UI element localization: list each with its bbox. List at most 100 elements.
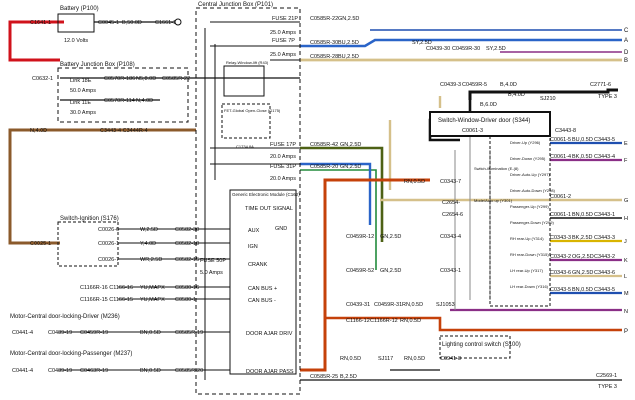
motor-wires <box>58 331 230 371</box>
label-driver-auto-up: Driver-Auto-Up (Y297) <box>510 172 550 177</box>
label-gem: Generic Electronic Module (C162) <box>232 192 300 197</box>
label-gn25-c: GN,2.5D <box>340 164 361 170</box>
label-c0570r186: C0570R-186 <box>104 76 135 82</box>
label-driver-down: Driver-Down (Y295) <box>510 156 546 161</box>
right-row-wire: BU,0.5D <box>572 137 593 143</box>
wire-tan-vertical <box>388 96 442 190</box>
label-c0580-16: C0580-16 <box>175 285 199 291</box>
label-switch-illum: Switch-illumination (E-(8) <box>474 166 519 171</box>
label-mode: Mode/Auto up (Y301) <box>474 198 513 203</box>
right-row-right: C3443-5 <box>594 287 615 293</box>
label-yu-mapx-2: YU,MAPX <box>140 297 165 303</box>
cjb-internal-lines <box>204 21 300 380</box>
lighting-title: Lighting control switch (S100) <box>442 342 521 348</box>
label-door-pass: DOOR AJAR PASS <box>246 369 294 375</box>
label-yu-mapx: YU,MAPX <box>140 285 165 291</box>
label-fuse17-amps: 20.0 Amps <box>270 154 296 160</box>
fet-box <box>221 103 271 139</box>
label-gn25b-m: GN,2.5D <box>380 268 401 274</box>
label-c0343-4: C0343-4 <box>440 234 461 240</box>
right-row-left: C0343-5 <box>550 287 571 293</box>
cjb-title: Central Junction Box (P101) <box>198 2 273 8</box>
right-row-letter: J <box>624 239 627 245</box>
label-c0585r22-row1: C0585R-22 <box>310 16 338 22</box>
label-c1641: C1641-1 <box>30 20 51 26</box>
label-fet: FET-Global Open-Close (G175) <box>224 108 281 113</box>
label-m237-c0439: C0439-19 <box>48 368 72 374</box>
label-c0459r-31: C0459R-31 <box>374 302 402 308</box>
label-gn25-a: GN,2.5D <box>338 16 359 22</box>
right-row: C0343-5 BN,0.5D C3443-5 M <box>550 287 629 297</box>
label-bu25-a: BU,2.5D <box>338 40 359 46</box>
label-fuse50-amps: 5.0 Amps <box>200 270 223 276</box>
label-c1166r-15: C1166R-15 C1166-15 <box>80 297 133 303</box>
bjb-wires <box>60 77 300 101</box>
label-c1661: C1661-1 <box>155 20 176 26</box>
label-n5: N5,8.0D <box>136 76 156 82</box>
label-small-a: C1734 8A <box>236 144 254 149</box>
label-c0459r-12: C0459R-12 <box>346 234 374 240</box>
label-w25: W,2.5D <box>140 227 158 233</box>
label-sj1053: SJ1053 <box>436 302 455 308</box>
right-row-right: C3443-1 <box>594 212 615 218</box>
label-m237-c0463r: C0463R-19 <box>80 368 108 374</box>
label-bu25-b: BU,2.5D <box>338 54 359 60</box>
letter-c: C <box>624 28 629 34</box>
label-fuse21: FUSE 21P <box>272 16 298 22</box>
label-sy25: SY,2.5D <box>412 40 432 46</box>
letter-p: P <box>624 329 628 335</box>
right-row-right: C3443-4 <box>594 154 615 160</box>
label-c0580-1: C0580-1 <box>175 297 196 303</box>
label-passenger-down: Passenger-Down (Y299) <box>510 220 554 225</box>
label-c0585r42: C0585R-42 <box>310 142 338 148</box>
right-row-left: C0343-3 <box>550 235 571 241</box>
label-c0459r-30: C0459R-30 <box>452 46 480 52</box>
bjb-box <box>57 67 189 123</box>
label-aux: AUX <box>248 228 260 234</box>
right-row-wire: BK,0.5D <box>572 154 593 160</box>
label-wr25: WR,2.5D <box>140 257 162 263</box>
label-driver-auto-down: Driver-Auto-Down (Y298) <box>510 188 556 193</box>
label-b40b: B,4.0D <box>508 92 525 98</box>
label-m236-c0585r: C0585R-19 <box>175 330 203 336</box>
label-c2654-6: C2654-6 <box>442 212 463 218</box>
battery-title: Battery (P100) <box>60 6 99 12</box>
right-row-wire: OG,2.5D <box>572 254 594 260</box>
label-c0585r28: C0585R-28 <box>310 54 338 60</box>
label-b25: B,2.5D <box>340 374 357 380</box>
right-row-right: C3443-3 <box>594 235 615 241</box>
right-row-left: C0061-4 <box>550 154 571 160</box>
label-gn25-m: GN,2.5D <box>380 234 401 240</box>
wire-green <box>300 169 377 270</box>
label-c0582-10: C0582-10 <box>175 241 199 247</box>
label-sy25b: SY,2.5D <box>486 46 506 52</box>
wire-bottom-black <box>300 369 622 381</box>
bjb-title: Battery Junction Box (P108) <box>60 62 135 68</box>
right-row-letter: K <box>624 258 628 264</box>
label-link11: Link 11E <box>70 100 91 106</box>
wire-orange-red-right <box>325 316 622 332</box>
label-n4-short: N,4.0D <box>136 98 153 104</box>
label-lh-rear-up: LH rear-Up (Y317) <box>510 268 544 273</box>
window-switch-title: Switch-Window-Driver door (S344) <box>438 118 530 124</box>
label-c2569: C2569-1 <box>596 373 617 379</box>
gem-box <box>229 189 297 375</box>
label-fuse21-amps: 25.0 Amps <box>270 30 296 36</box>
label-door-drv: DOOR AJAR DRIV <box>246 331 293 337</box>
label-c0582-15: C0582-15 <box>175 257 199 263</box>
right-row: C0061-2 G <box>550 194 628 204</box>
label-c3443: C3443-4 C3444R-4 <box>100 128 148 134</box>
label-c0025: C0025-1 <box>30 241 51 247</box>
label-c2771: C2771-6 <box>590 82 611 88</box>
right-row-left: C0343-2 <box>550 254 571 260</box>
label-rn05c: RN,0.5D <box>400 318 421 324</box>
label-fuse17: FUSE 17P <box>270 142 296 148</box>
right-row-letter: E <box>624 141 628 147</box>
label-c0632: C0632-1 <box>32 76 53 82</box>
label-c0585r22: C0585R-22 <box>162 76 190 82</box>
letter-b: B <box>624 58 628 64</box>
label-c0343-7: C0343-7 <box>440 179 461 185</box>
label-c0459r-5: C0459R-5 <box>462 82 487 88</box>
label-c1166r-16: C1166R-16 C1166-16 <box>80 285 133 291</box>
